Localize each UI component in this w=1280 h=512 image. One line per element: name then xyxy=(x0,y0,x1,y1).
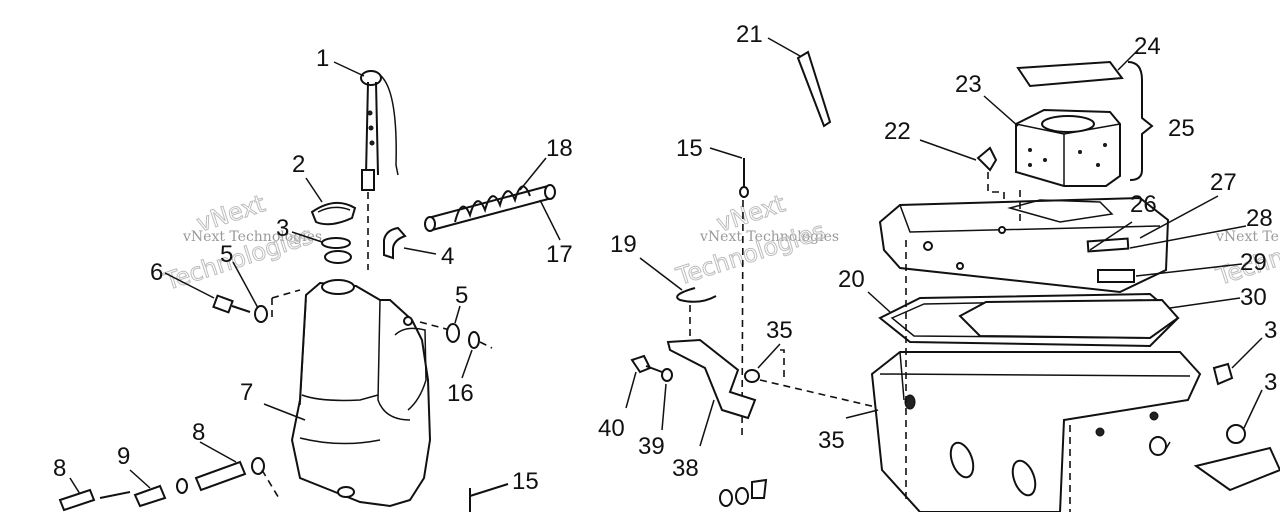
callout-5: 5 xyxy=(455,282,468,309)
fuel-line-part xyxy=(58,457,281,512)
callout-24: 24 xyxy=(1134,33,1161,60)
grommet-part xyxy=(751,478,768,499)
boot-part xyxy=(1193,446,1280,492)
o-ring xyxy=(324,250,352,264)
nut-part xyxy=(468,331,480,349)
callout-16: 16 xyxy=(447,380,474,407)
callout-21: 21 xyxy=(736,21,763,48)
callout-26: 26 xyxy=(1130,191,1157,218)
callout-8: 8 xyxy=(192,419,205,446)
grommet-part xyxy=(1149,436,1167,456)
fuel-tank-assembly xyxy=(58,70,556,512)
callout-29: 29 xyxy=(1240,249,1267,276)
callout-27: 27 xyxy=(1210,169,1237,196)
foam-filter xyxy=(958,298,1180,340)
vent-hose-part xyxy=(424,184,556,232)
callout-8: 8 xyxy=(53,455,66,482)
watermark-middle: vNext vNext Technologies Technologies xyxy=(672,189,839,292)
leader-dash xyxy=(479,341,493,349)
callout-6: 6 xyxy=(150,259,163,286)
fuel-tank-body xyxy=(271,279,451,508)
airbox-base xyxy=(870,351,1202,512)
watermark-vnext-technologies: vNext Te xyxy=(1215,229,1279,245)
callout-28: 28 xyxy=(1246,205,1273,232)
bolt-part xyxy=(212,294,268,323)
air-box-assembly xyxy=(630,50,1280,512)
callout-7: 7 xyxy=(240,379,253,406)
mounting-bracket-part xyxy=(666,338,757,420)
washer-part xyxy=(661,368,673,382)
callout-23: 23 xyxy=(955,71,982,98)
leader-line-15b xyxy=(469,483,509,512)
callout-3-right: 3 xyxy=(1264,317,1277,344)
callout-35: 35 xyxy=(766,317,793,344)
callout-4: 4 xyxy=(441,243,454,270)
watermark-vnext-technologies: vNext Technologies xyxy=(699,229,839,245)
callout-15: 15 xyxy=(512,468,539,495)
callout-1: 1 xyxy=(316,45,329,72)
callout-39: 39 xyxy=(638,433,665,460)
elbow-fitting-part xyxy=(383,226,407,260)
callout-19: 19 xyxy=(610,231,637,258)
callout-40: 40 xyxy=(598,415,625,442)
callout-9: 9 xyxy=(117,443,130,470)
group-bracket xyxy=(1127,61,1154,181)
leader-lines-left xyxy=(69,61,561,495)
air-filter-element xyxy=(1015,108,1121,187)
callout-18: 18 xyxy=(546,135,573,162)
airbox-lid xyxy=(878,196,1170,294)
leader-lines-right xyxy=(625,37,1263,453)
grommet-part xyxy=(744,369,760,383)
long-bolt-part xyxy=(796,50,832,128)
callout-38: 38 xyxy=(672,455,699,482)
callout-15: 15 xyxy=(676,135,703,162)
callout-2: 2 xyxy=(292,151,305,178)
callout-35: 35 xyxy=(818,427,845,454)
callout-20: 20 xyxy=(838,266,865,293)
callout-5: 5 xyxy=(220,241,233,268)
callout-3-right: 3 xyxy=(1264,369,1277,396)
callout-25: 25 xyxy=(1168,115,1195,142)
fuel-cap-part xyxy=(310,201,357,226)
drain-rod-part xyxy=(739,158,749,441)
watermark-vnext-technologies: vNext Technologies xyxy=(182,229,322,245)
callout-22: 22 xyxy=(884,118,911,145)
gasket-ring xyxy=(321,237,351,249)
callout-3: 3 xyxy=(276,215,289,242)
washer-part xyxy=(446,323,460,343)
pre-filter-foam xyxy=(1016,60,1124,88)
callout-30: 30 xyxy=(1240,284,1267,311)
callout-17: 17 xyxy=(546,241,573,268)
washer-part xyxy=(735,487,749,505)
watermark-left: vNext vNext Technologies Technologies xyxy=(160,189,322,297)
clip-part xyxy=(1212,362,1234,386)
washer-part xyxy=(719,489,733,507)
fuel-sender-part xyxy=(360,70,399,270)
wing-nut-part xyxy=(976,146,998,172)
grommet-part xyxy=(1226,424,1246,444)
bolt-part xyxy=(630,354,652,374)
callout-labels: 1 2 3 4 5 5 6 7 8 8 9 16 17 18 15 21 15 … xyxy=(53,21,1277,495)
spring-clip-part xyxy=(676,287,717,303)
